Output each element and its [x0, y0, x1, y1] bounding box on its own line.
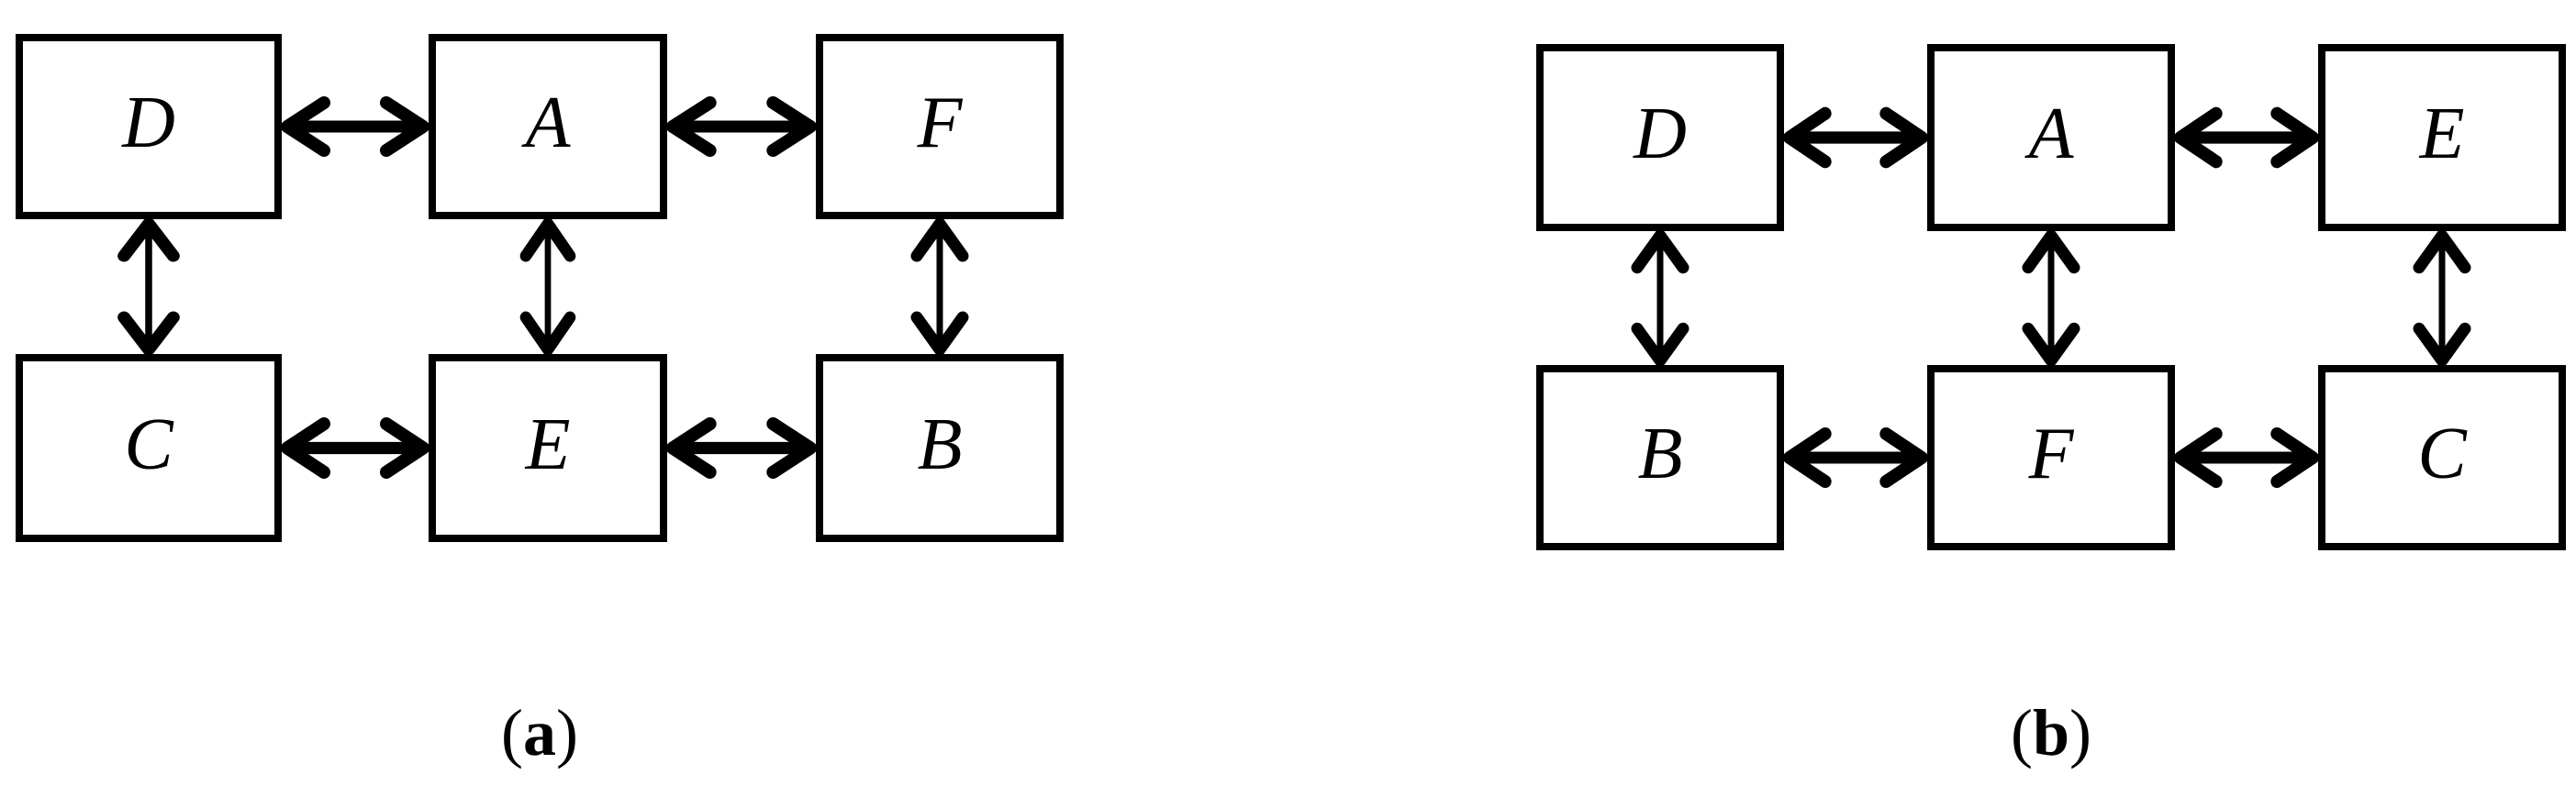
bidirectional-arrow-vertical: [1927, 231, 2175, 365]
bidirectional-arrow-horizontal: [1784, 365, 1927, 550]
node-box-f: F: [1927, 365, 2175, 550]
bidirectional-arrow-vertical: [2318, 231, 2566, 365]
node-label: D: [122, 83, 175, 163]
double-arrow-horizontal-icon: [2175, 427, 2318, 488]
node-box-d: D: [16, 34, 282, 219]
bidirectional-arrow-horizontal: [1784, 44, 1927, 231]
double-arrow-vertical-icon: [2022, 231, 2080, 365]
node-box-c: C: [2318, 365, 2566, 550]
double-arrow-vertical-icon: [117, 219, 180, 354]
node-label: E: [2419, 94, 2465, 174]
diagram-b: D A E B F C: [1536, 44, 2566, 550]
bidirectional-arrow-horizontal: [282, 34, 429, 219]
grid-spacer: [2175, 231, 2318, 365]
double-arrow-horizontal-icon: [282, 417, 429, 479]
subfigure-caption-a: (a): [16, 695, 1064, 771]
node-box-a: A: [429, 34, 667, 219]
double-arrow-horizontal-icon: [1784, 106, 1927, 169]
diagram-a: D A F C E B: [16, 34, 1064, 542]
grid-spacer: [282, 219, 429, 354]
node-label: A: [525, 83, 571, 163]
node-label: F: [2028, 414, 2074, 494]
node-box-e: E: [2318, 44, 2566, 231]
bidirectional-arrow-vertical: [16, 219, 282, 354]
node-box-b: B: [1536, 365, 1784, 550]
node-box-b: B: [816, 354, 1064, 542]
double-arrow-vertical-icon: [1631, 231, 1689, 365]
double-arrow-horizontal-icon: [2175, 106, 2318, 169]
double-arrow-horizontal-icon: [282, 96, 429, 157]
bidirectional-arrow-horizontal: [667, 34, 816, 219]
node-box-a: A: [1927, 44, 2175, 231]
subfigure-caption-b: (b): [1536, 695, 2566, 771]
caption-letter: b: [2032, 696, 2070, 769]
grid-spacer: [667, 219, 816, 354]
node-label: D: [1634, 94, 1687, 174]
double-arrow-vertical-icon: [519, 219, 576, 354]
node-label: B: [1637, 414, 1683, 494]
double-arrow-horizontal-icon: [667, 417, 816, 479]
bidirectional-arrow-horizontal: [2175, 365, 2318, 550]
node-label: A: [2028, 94, 2074, 174]
caption-open-paren: (: [2010, 696, 2033, 769]
caption-letter: a: [523, 696, 556, 769]
bidirectional-arrow-vertical: [1536, 231, 1784, 365]
node-box-f: F: [816, 34, 1064, 219]
bidirectional-arrow-vertical: [816, 219, 1064, 354]
bidirectional-arrow-horizontal: [667, 354, 816, 542]
node-box-d: D: [1536, 44, 1784, 231]
double-arrow-horizontal-icon: [667, 96, 816, 157]
node-box-e: E: [429, 354, 667, 542]
node-label: C: [124, 404, 173, 485]
caption-open-paren: (: [501, 696, 523, 769]
bidirectional-arrow-horizontal: [282, 354, 429, 542]
double-arrow-vertical-icon: [910, 219, 969, 354]
node-box-c: C: [16, 354, 282, 542]
node-label: C: [2417, 414, 2467, 494]
bidirectional-arrow-horizontal: [2175, 44, 2318, 231]
double-arrow-horizontal-icon: [1784, 427, 1927, 488]
bidirectional-arrow-vertical: [429, 219, 667, 354]
grid-spacer: [1784, 231, 1927, 365]
node-label: B: [917, 404, 963, 485]
node-label: F: [917, 83, 963, 163]
caption-close-paren: ): [2069, 696, 2091, 769]
node-label: E: [525, 404, 571, 485]
caption-close-paren: ): [556, 696, 578, 769]
double-arrow-vertical-icon: [2413, 231, 2471, 365]
